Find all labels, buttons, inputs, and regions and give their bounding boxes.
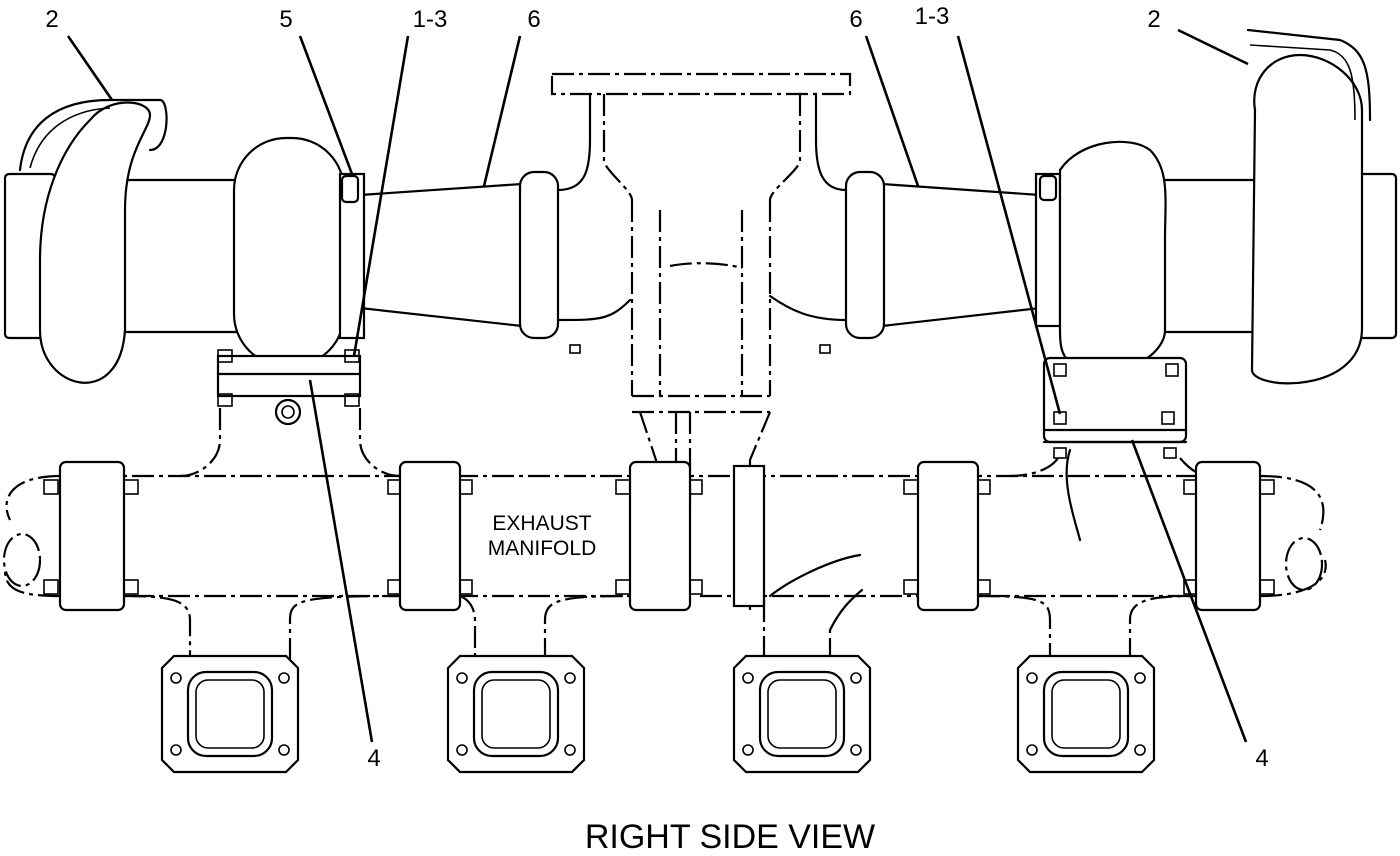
exhaust-port-flanges [160,654,1156,774]
lower-exhaust-manifold [2,408,1327,660]
callout-right-gasket: 4 [1255,745,1268,772]
callout-right-turbo: 2 [1147,6,1160,33]
right-turbocharger [1034,28,1398,542]
callout-left-gasket: 4 [367,745,380,772]
callout-right-pipe: 6 [849,6,862,33]
manifold-label-line2: MANIFOLD [488,537,597,560]
manifold-label-line1: EXHAUST [492,512,591,535]
view-title: RIGHT SIDE VIEW [585,818,875,856]
callout-right-bolts: 1-3 [915,3,950,30]
left-turbocharger [3,98,366,426]
callout-left-clamp: 5 [279,6,292,33]
leader-lines [66,28,1249,743]
callout-left-pipe: 6 [527,6,540,33]
callout-left-turbo: 2 [45,6,58,33]
callout-left-bolts: 1-3 [413,6,448,33]
